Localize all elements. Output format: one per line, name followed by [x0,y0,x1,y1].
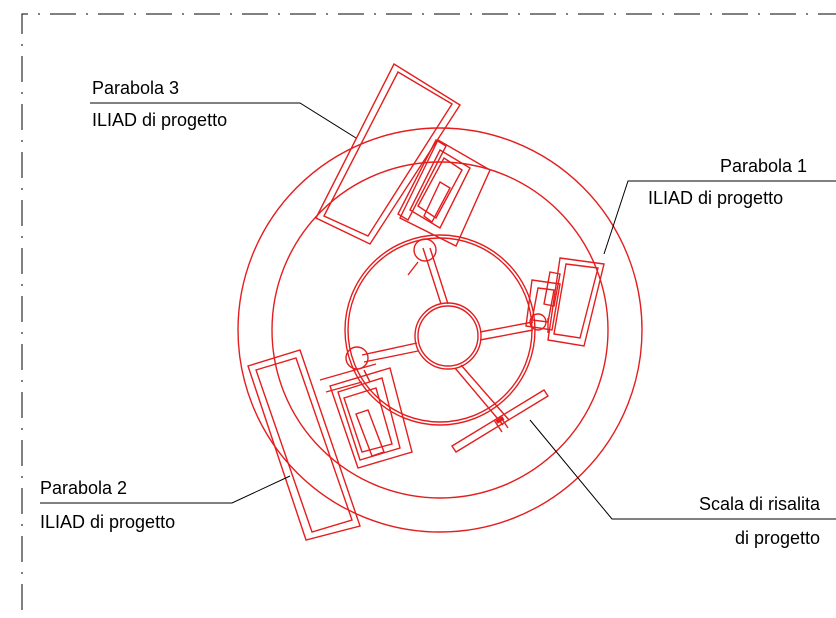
outer-platform-circle [237,127,643,533]
parabola-3-title: Parabola 3 [92,78,179,98]
inner-ring-circle [344,234,536,426]
inner-ring-circle-2 [347,237,533,423]
parabola-1-assembly [525,257,605,347]
parabola-3-subtitle: ILIAD di progetto [92,110,227,130]
ladder-title: Scala di risalita [699,494,821,514]
support-spokes [361,247,534,426]
leader-lines [40,102,836,520]
parabola-2-subtitle: ILIAD di progetto [40,512,175,532]
parabola-2-assembly [247,349,413,541]
parabola-1-subtitle: ILIAD di progetto [648,188,783,208]
middle-platform-circle [271,161,609,499]
parabola-1-title: Parabola 1 [720,156,807,176]
sheet-border [21,13,836,610]
access-ladder [451,389,549,453]
central-mast [414,302,482,370]
ladder-subtitle: di progetto [735,528,820,548]
central-mast-inner [417,305,479,367]
parabola-2-title: Parabola 2 [40,478,127,498]
parabola-3-assembly [315,63,491,247]
